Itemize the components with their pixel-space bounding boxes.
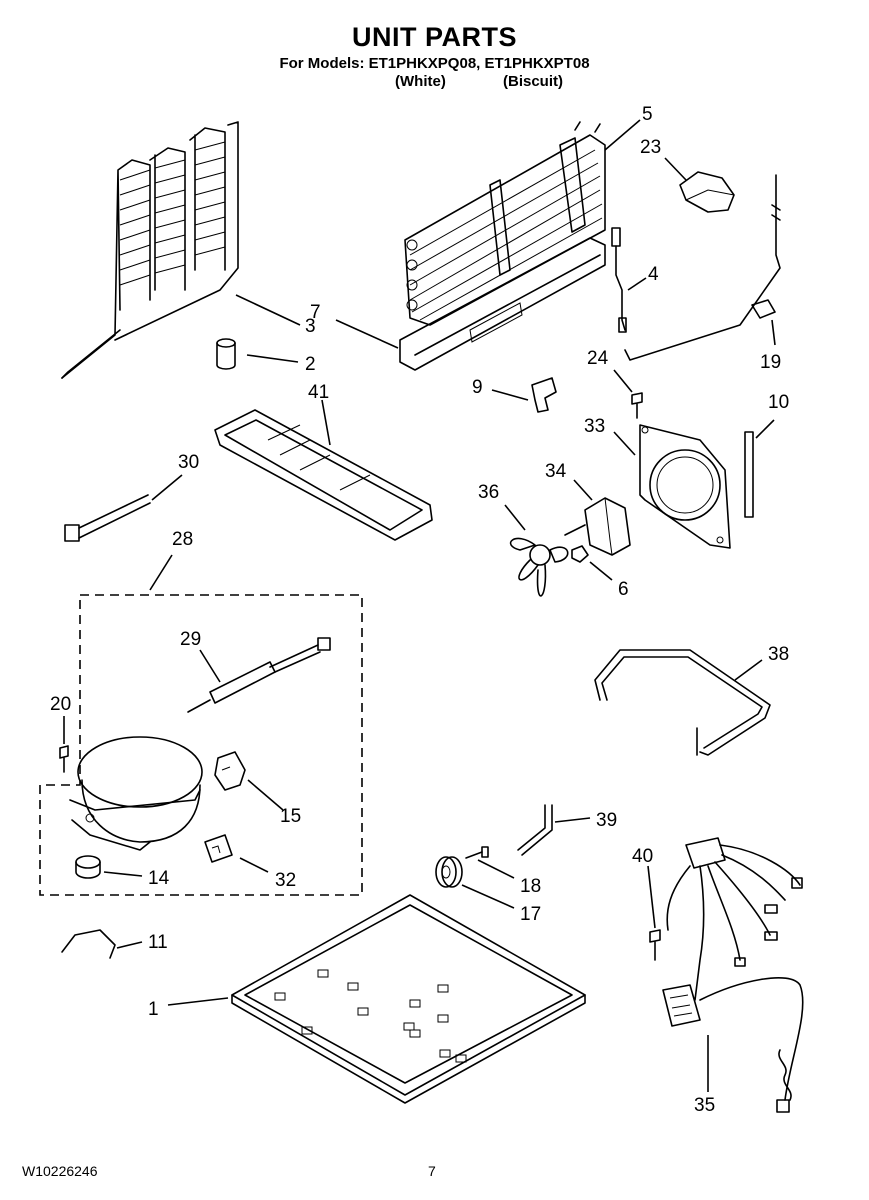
callout-5: 5 [642, 104, 653, 125]
callout-9: 9 [472, 377, 483, 398]
part-11-clip [61, 929, 116, 959]
fan-shroud [639, 424, 731, 549]
callout-30: 30 [178, 452, 199, 473]
leader-3 [235, 294, 301, 326]
part-29-drier [187, 637, 331, 713]
part-35-wiring-harness [662, 837, 804, 1113]
part-24-screw [631, 392, 643, 419]
callout-39: 39 [596, 810, 617, 831]
leader-15 [247, 779, 284, 811]
leader-34 [573, 479, 593, 501]
condenser-coil [61, 121, 239, 379]
callout-11: 11 [148, 932, 168, 953]
part-32-overload [204, 834, 233, 863]
variant-white-label: (White) [395, 73, 446, 90]
fan-motor [564, 497, 631, 556]
document-number: W10226246 [22, 1163, 98, 1179]
callout-14: 14 [148, 868, 170, 889]
callout-17: 17 [520, 904, 541, 925]
compressor [69, 736, 203, 851]
callout-24: 24 [587, 348, 609, 369]
part-17-roller [435, 856, 463, 888]
leader-29 [199, 649, 221, 683]
leader-10 [755, 419, 775, 439]
callout-23: 23 [640, 137, 661, 158]
leader-9 [491, 389, 529, 401]
callout-33: 33 [584, 416, 605, 437]
callout-29: 29 [180, 629, 201, 650]
callout-40: 40 [632, 846, 653, 867]
models-line: For Models: ET1PHKXPQ08, ET1PHKXPT08 [279, 55, 590, 72]
leader-11 [116, 941, 143, 949]
leader-18 [477, 859, 515, 879]
callout-28: 28 [172, 529, 193, 550]
callout-32: 32 [275, 870, 296, 891]
part-41-tray [214, 409, 433, 541]
variant-biscuit-label: (Biscuit) [503, 73, 563, 90]
page-title: UNIT PARTS [352, 22, 517, 52]
leader-17 [461, 884, 515, 909]
callout-20: 20 [50, 694, 71, 715]
leader-36 [504, 504, 526, 531]
leader-14 [103, 871, 143, 877]
part-20-screw [59, 745, 69, 773]
part-23-pad [679, 171, 735, 213]
part-4-wire [611, 227, 627, 333]
callout-6: 6 [618, 579, 629, 600]
evaporator-coil [404, 121, 606, 326]
drip-tray [399, 237, 606, 371]
part-2-sleeve [216, 338, 236, 370]
callout-19: 19 [760, 352, 781, 373]
part-6-nut [571, 545, 589, 563]
leader-5 [604, 119, 641, 151]
callout-2: 2 [305, 354, 316, 375]
part-18-screw [465, 846, 489, 859]
callout-1: 1 [148, 999, 159, 1020]
part-38-tube [594, 649, 771, 756]
callout-36: 36 [478, 482, 499, 503]
fan-blade [509, 537, 569, 597]
callout-34: 34 [545, 461, 567, 482]
leader-30 [151, 474, 183, 501]
part-14-grommet [75, 855, 101, 879]
callout-41: 41 [308, 382, 329, 403]
callout-18: 18 [520, 876, 541, 897]
leader-41 [321, 399, 331, 446]
part-19-sensor [624, 174, 781, 361]
leader-1 [167, 997, 229, 1006]
leader-32 [239, 857, 269, 873]
leader-28 [149, 554, 173, 591]
part-15-relay [214, 751, 246, 791]
callout-4: 4 [648, 264, 659, 285]
leader-24 [613, 369, 633, 393]
part-39-tube [517, 804, 553, 856]
leader-40 [647, 865, 656, 929]
part-30-cable-tie [64, 494, 151, 542]
callout-7: 7 [310, 302, 321, 323]
leader-39 [554, 817, 591, 823]
leader-38 [734, 659, 763, 681]
leader-33 [613, 431, 636, 456]
leader-2 [246, 354, 299, 363]
part-9-clip [531, 377, 557, 413]
leader-4 [627, 277, 647, 291]
leader-19 [771, 319, 776, 346]
part-40-screw [649, 929, 661, 961]
callout-38: 38 [768, 644, 789, 665]
part-10-strip [744, 431, 754, 518]
part-1-base-pan [231, 894, 586, 1104]
page-number: 7 [428, 1163, 436, 1179]
leader-6 [589, 561, 613, 581]
leader-23 [664, 157, 687, 181]
compressor-kit-outline [39, 594, 363, 896]
callout-35: 35 [694, 1095, 715, 1116]
callout-3: 3 [305, 316, 316, 337]
callout-10: 10 [768, 392, 789, 413]
callout-15: 15 [280, 806, 301, 827]
leader-7 [335, 319, 399, 349]
